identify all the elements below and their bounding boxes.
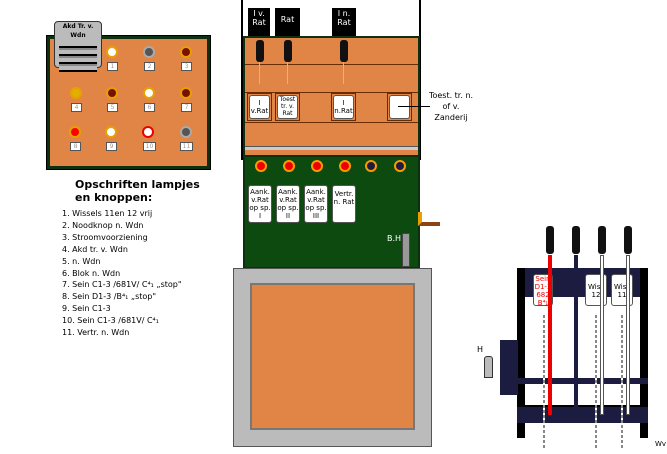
top-tag: Rat: [275, 8, 300, 36]
lamp-6: [143, 87, 155, 99]
legend-title: en knoppen:: [75, 191, 153, 204]
lever-handle[interactable]: [624, 226, 632, 254]
block-card-empty: [389, 95, 410, 119]
lamp-number: 7: [181, 103, 192, 112]
rod: [287, 62, 288, 84]
red-button[interactable]: [283, 160, 295, 172]
lamp-7: [180, 87, 192, 99]
green-card: Aank. v.Rat op sp. I: [248, 185, 272, 223]
bottle-icon: [484, 356, 493, 378]
lamp-number: 3: [181, 62, 192, 71]
legend-item: 10. Sein C1-3 /681V/ C⁴₁: [62, 316, 159, 326]
legend-item: 5. n. Wdn: [62, 256, 101, 266]
lever-frame-post: [517, 268, 525, 438]
lamp-number: 5: [107, 103, 118, 112]
legend-item: 2. Noodknop n. Wdn: [62, 220, 144, 230]
card-frame: [275, 93, 300, 121]
frame-rail-left: [241, 0, 243, 160]
green-card: Aank. v.Rat op sp. II: [276, 185, 300, 223]
h-label: H: [477, 345, 484, 354]
rod: [343, 62, 344, 84]
red-button[interactable]: [311, 160, 323, 172]
handle-label: B.H: [387, 234, 402, 243]
side-box: [500, 340, 518, 395]
lamp-number: 8: [70, 142, 81, 151]
lamp-number: 2: [144, 62, 155, 71]
block-handle[interactable]: [402, 233, 410, 267]
lamp-8: [69, 126, 81, 138]
legend-item: 11. Vertr. n. Wdn: [62, 328, 130, 338]
chain: [543, 315, 545, 450]
lever-white[interactable]: [626, 255, 630, 415]
top-tag: I v. Rat: [248, 8, 270, 36]
legend-item: 8. Sein D1-3 /B⁴₁ „stop": [62, 292, 157, 302]
lamp-1: [106, 46, 118, 58]
lamp-number: 6: [144, 103, 155, 112]
lever-handle[interactable]: [598, 226, 606, 254]
legend: Opschriften lampjes en knoppen: 1. Wisse…: [62, 178, 232, 339]
lever-handle[interactable]: [546, 226, 554, 254]
block-card: I n.Rat: [333, 95, 354, 119]
lamp-9: [105, 126, 117, 138]
lamp-number: 1: [107, 62, 118, 71]
rod: [259, 62, 260, 84]
legend-item: 1. Wissels 11en 12 vrij: [62, 209, 153, 218]
annotation-label: Toest. tr. n. of v. Zanderij: [428, 91, 474, 122]
lever-frame-post: [640, 268, 648, 438]
legend-item: 3. Stroomvoorziening: [62, 232, 148, 242]
chain: [595, 315, 597, 450]
crank-icon[interactable]: [418, 212, 440, 226]
lamp-5: [106, 87, 118, 99]
lamp-number: 9: [106, 142, 117, 151]
block-card: I v.Rat: [249, 95, 270, 119]
button-2[interactable]: [143, 46, 155, 58]
lever-dark[interactable]: [574, 255, 578, 415]
switch-10[interactable]: [142, 126, 154, 138]
lamp-number: 4: [71, 103, 82, 112]
lamp-number: 11: [180, 142, 193, 151]
chain: [621, 315, 623, 450]
red-button[interactable]: [255, 160, 267, 172]
card-frame: [247, 93, 272, 121]
lower-cabinet: [233, 268, 432, 447]
blue-lamp: [394, 160, 406, 172]
red-button[interactable]: [339, 160, 351, 172]
akd-indicator: Akd Tr. v. Wdn: [54, 21, 102, 72]
lever-frame-bar: [517, 378, 648, 384]
lamp-4: [70, 87, 82, 99]
lamp-3: [180, 46, 192, 58]
lever[interactable]: [284, 40, 292, 62]
blue-lamp: [365, 160, 377, 172]
lever[interactable]: [256, 40, 264, 62]
frame-rail-right: [419, 0, 421, 160]
akd-label: Akd Tr. v. Wdn: [62, 23, 94, 39]
button-11[interactable]: [180, 126, 192, 138]
green-card: Aank. v.Rat op sp. III: [304, 185, 328, 223]
legend-item: 7. Sein C1-3 /681V/ C⁴₁ „stop": [62, 280, 182, 290]
lever-handle[interactable]: [572, 226, 580, 254]
lever-red[interactable]: [548, 255, 552, 415]
lamp-number: 10: [143, 142, 156, 151]
card-frame: [387, 93, 412, 121]
annotation-arrow: [398, 106, 430, 107]
top-tag: I n. Rat: [332, 8, 356, 36]
legend-item: 9. Sein C1-3: [62, 304, 111, 314]
green-card: Vertr. n. Rat: [332, 185, 356, 223]
legend-item: 6. Blok n. Wdn: [62, 268, 121, 278]
block-card: Toest tr. v. Rat: [277, 95, 298, 119]
corner-label: Wv: [655, 440, 667, 448]
legend-title: Opschriften lampjes: [75, 178, 200, 191]
legend-item: 4. Akd tr. v. Wdn: [62, 244, 128, 254]
lever[interactable]: [340, 40, 348, 62]
card-frame: [331, 93, 356, 121]
lever-white[interactable]: [600, 255, 604, 415]
